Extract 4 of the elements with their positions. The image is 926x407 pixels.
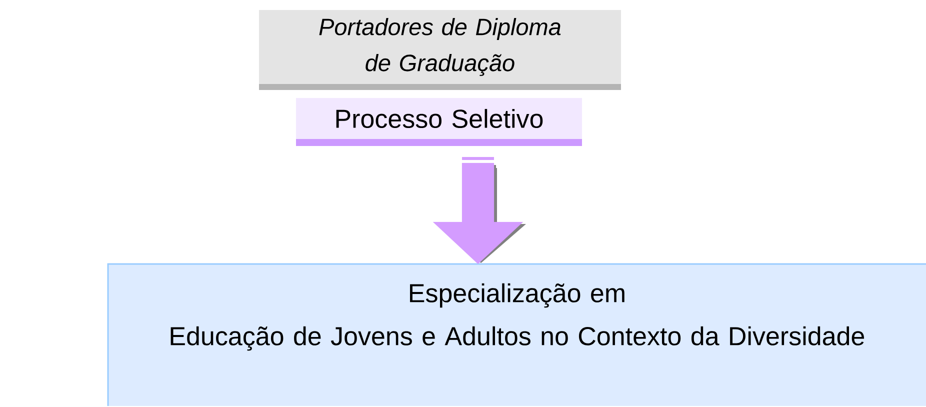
text-band: Processo Seletivo — [296, 98, 582, 146]
block-arrow — [432, 157, 526, 264]
text-band: Portadores de Diploma de Graduação — [259, 10, 621, 90]
title-box: Especialização em Educação de Jovens e Adultos no Contexto da Diversidade — [107, 263, 926, 406]
